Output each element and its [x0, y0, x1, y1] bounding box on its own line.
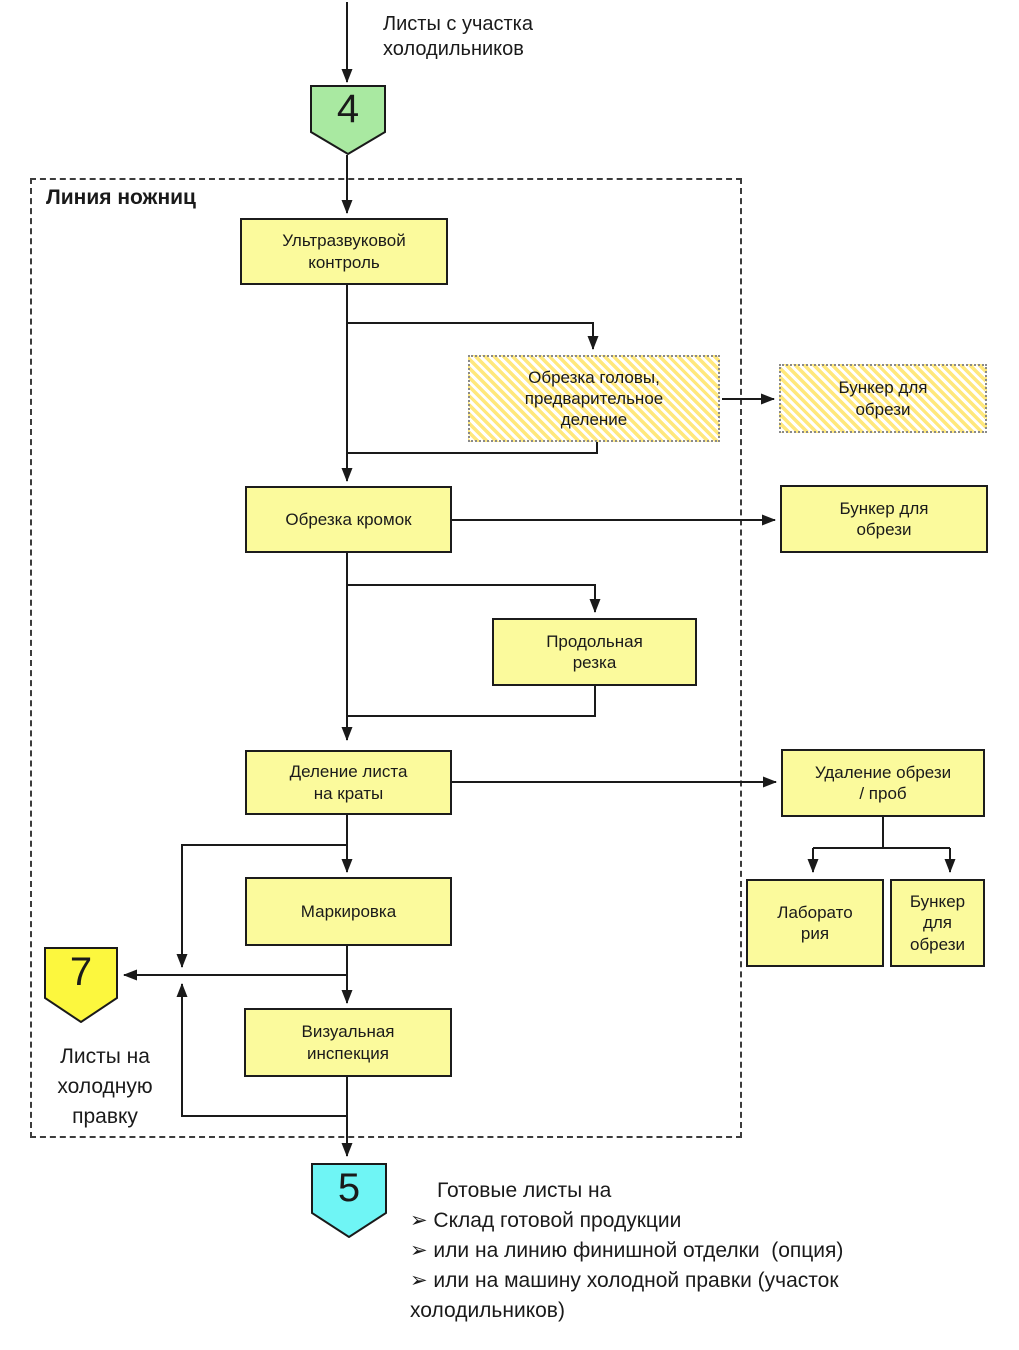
- pentagon-shape-icon: [311, 1163, 387, 1238]
- output-note-line: ➢ Склад готовой продукции: [410, 1209, 682, 1232]
- line-longitudinal-merge: [348, 686, 596, 717]
- node-scrap-bunker-small: Бункер для обрези: [890, 879, 985, 967]
- connector-number: 7: [69, 950, 93, 994]
- pentagon-shape-icon: [310, 85, 386, 155]
- node-sheet-division: Деление листа на краты: [245, 750, 452, 815]
- arrow-loop-up: [176, 983, 347, 1117]
- offpage-connector-5: 5: [311, 1163, 387, 1238]
- offpage-connector-7: 7: [44, 947, 118, 1023]
- pentagon-shape-icon: [44, 947, 118, 1023]
- output-note-line: ➢ или на линию финишной отделки (опция): [410, 1239, 844, 1262]
- node-scrap-bunker-top: Бункер для обрези: [779, 364, 987, 433]
- output-note-line: холодильников): [410, 1299, 565, 1322]
- output-note: Готовые листы на ➢ Склад готовой продукц…: [410, 1176, 1010, 1326]
- node-label: Бункер для обрези: [909, 892, 966, 954]
- node-label: Визуальная инспекция: [301, 1022, 395, 1063]
- arrow-branch-to-longitudinal: [347, 584, 601, 613]
- inflow-label: Листы с участка холодильников: [383, 13, 533, 60]
- node-laboratory: Лаборато рия: [746, 879, 884, 967]
- node-label: Маркировка: [300, 901, 397, 921]
- node-scrap-removal: Удаление обрези / проб: [781, 749, 985, 817]
- node-head-cut: Обрезка головы, предварительное деление: [468, 355, 720, 442]
- node-label: Продольная резка: [546, 631, 643, 672]
- node-ultrasonic-control: Ультразвуковой контроль: [240, 218, 448, 285]
- offpage-connector-4: 4: [310, 85, 386, 155]
- node-label: Ультразвуковой контроль: [282, 231, 406, 272]
- line-headcut-merge: [348, 442, 598, 454]
- output-note-line: ➢ или на машину холодной правки (участок: [410, 1269, 839, 1292]
- node-visual-inspection: Визуальная инспекция: [244, 1008, 452, 1077]
- node-label: Лаборато рия: [777, 902, 853, 943]
- node-marking: Маркировка: [245, 877, 452, 946]
- arrow-branch-left-down: [176, 844, 347, 968]
- node-label: Обрезка кромок: [285, 509, 412, 529]
- cold-straightening-label: Листы на холодную правку: [57, 1045, 153, 1128]
- connector-number: 4: [336, 86, 360, 131]
- output-note-line: Готовые листы на: [437, 1179, 612, 1202]
- connector-number: 5: [337, 1165, 361, 1210]
- node-longitudinal-cut: Продольная резка: [492, 618, 697, 686]
- node-label: Бункер для обрези: [839, 498, 929, 539]
- node-label: Деление листа на краты: [289, 762, 408, 803]
- node-label: Обрезка головы, предварительное деление: [524, 367, 664, 430]
- line-removal-split: [813, 817, 950, 849]
- node-scrap-bunker-mid: Бункер для обрези: [780, 485, 988, 553]
- node-label: Бункер для обрези: [838, 378, 928, 419]
- node-label: Удаление обрези / проб: [814, 762, 952, 803]
- section-title: Линия ножниц: [46, 186, 196, 209]
- arrow-branch-to-headcut: [347, 322, 599, 350]
- node-edge-trim: Обрезка кромок: [245, 486, 452, 553]
- shear-line-boundary: [30, 178, 742, 1138]
